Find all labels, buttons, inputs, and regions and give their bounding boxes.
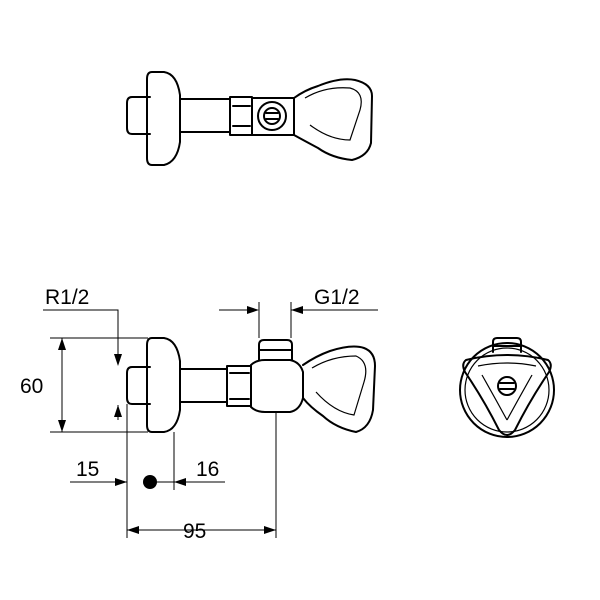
right-offset-label: 16 [196, 458, 219, 481]
height-label: 60 [20, 375, 43, 398]
top-inlet-spigot [126, 96, 151, 135]
top-hex-nut [229, 96, 253, 136]
end-center-screw [497, 376, 517, 396]
top-pipe [179, 98, 231, 133]
side-inlet-spigot [126, 366, 151, 405]
end-handle [462, 354, 552, 436]
side-hex-nut [226, 365, 252, 407]
reference-point [143, 475, 157, 489]
top-outlet-port-outer [257, 101, 287, 131]
total-length-label: 95 [183, 520, 206, 543]
side-escutcheon [146, 337, 181, 433]
side-handle [302, 345, 376, 433]
top-outlet-port-inner [263, 107, 281, 125]
top-view [126, 71, 373, 166]
end-outlet-stub [492, 337, 522, 353]
left-offset-label: 15 [76, 458, 99, 481]
inlet-thread-label: R1/2 [45, 286, 89, 309]
r12-leader [43, 309, 119, 354]
side-valve-body [250, 359, 304, 413]
dimensions [43, 302, 378, 538]
top-handle [293, 78, 373, 161]
side-outlet-stub [258, 339, 293, 361]
side-pipe [179, 368, 228, 403]
height-ext-lines [50, 337, 148, 433]
end-escutcheon [459, 342, 555, 438]
top-escutcheon [146, 71, 181, 166]
top-valve-body [251, 97, 295, 136]
side-view [126, 337, 376, 433]
outlet-thread-label: G1/2 [314, 286, 360, 309]
end-view [459, 337, 555, 438]
